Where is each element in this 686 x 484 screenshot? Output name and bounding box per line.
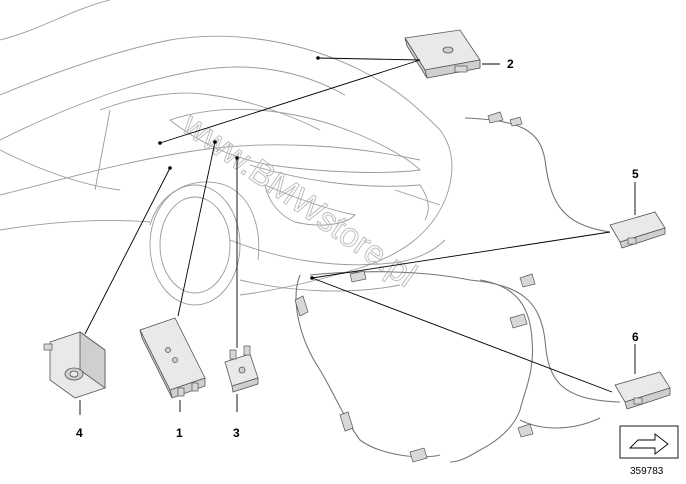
callout-3[interactable]: 3 — [233, 426, 240, 440]
leader-lines — [79, 57, 636, 415]
callout-2[interactable]: 2 — [507, 57, 514, 71]
callout-4[interactable]: 4 — [76, 426, 83, 440]
part-2-antenna-amplifier[interactable] — [404, 29, 481, 79]
part-4-module-bracket[interactable] — [43, 331, 106, 399]
part-3-antenna-filter[interactable] — [224, 345, 259, 393]
reference-number: 359783 — [630, 466, 664, 477]
car-body-outline — [0, 0, 453, 306]
leader-points — [158, 56, 320, 280]
part-6-antenna-cable-harness[interactable] — [294, 270, 671, 463]
part-1-antenna-amplifier[interactable] — [139, 317, 206, 399]
callout-1[interactable]: 1 — [176, 426, 183, 440]
callout-6[interactable]: 6 — [632, 330, 639, 344]
direction-arrow-icon — [628, 433, 669, 455]
part-5-antenna-module[interactable] — [464, 111, 666, 249]
callout-5[interactable]: 5 — [632, 167, 639, 181]
orientation-arrow-box — [619, 425, 679, 459]
